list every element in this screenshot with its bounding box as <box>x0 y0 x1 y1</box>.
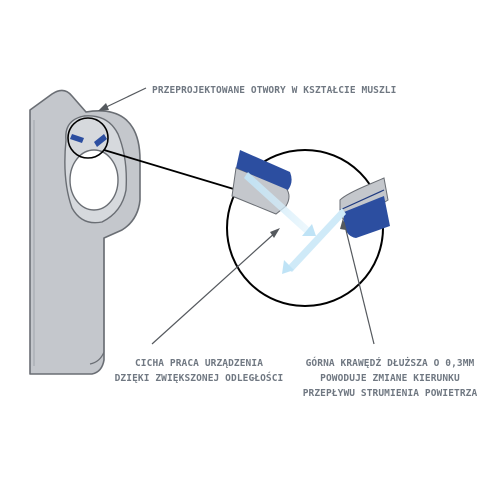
label-quiet-operation: CICHA PRACA URZĄDZENIA DZIĘKI ZWIĘKSZONE… <box>114 356 284 386</box>
label-holes-line: PRZEPROJEKTOWANE OTWORY W KSZTAŁCIE MUSZ… <box>152 85 397 96</box>
label-quiet-line-2: DZIĘKI ZWIĘKSZONEJ ODLEGŁOŚCI <box>114 373 284 384</box>
small-nozzle-right <box>94 134 107 147</box>
device-body <box>29 89 141 375</box>
airflow-arrow-left <box>302 224 316 236</box>
leader-quiet <box>151 231 277 345</box>
zoomed-left-nozzle-blue <box>236 150 292 190</box>
device-lower-edge <box>89 238 105 365</box>
label-redesigned-holes: PRZEPROJEKTOWANE OTWORY W KSZTAŁCIE MUSZ… <box>152 83 396 98</box>
leader-holes-arrow <box>98 103 109 111</box>
label-edge-line-2: POWODUJE ZMIANE KIERUNKU <box>320 373 460 384</box>
device-opening <box>69 149 119 211</box>
label-quiet-line-1: CICHA PRACA URZĄDZENIA <box>134 358 264 369</box>
leader-holes <box>99 87 147 111</box>
label-edge-line-1: GÓRNA KRAWĘDŹ DŁUŻSZA O 0,3MM <box>305 358 475 369</box>
small-magnifier-circle <box>67 117 109 159</box>
label-edge-line-3: PRZEPŁYWU STRUMIENIA POWIETRZA <box>302 388 478 399</box>
small-nozzle-marks <box>70 134 107 147</box>
leader-lines <box>98 87 375 345</box>
leader-quiet-arrow <box>270 228 280 238</box>
airflow-stream-right <box>286 208 346 272</box>
airflow-stream-left <box>244 172 312 236</box>
leader-edge <box>343 221 375 345</box>
zoomed-nozzle-detail <box>231 150 390 274</box>
magnifier-connector-line <box>103 149 248 194</box>
small-nozzle-left <box>70 134 84 143</box>
zoomed-right-nozzle-blue <box>343 196 390 238</box>
leader-edge-arrow <box>340 218 346 230</box>
zoomed-right-nozzle-edge <box>339 189 385 211</box>
airflow-arrow-right <box>282 260 294 274</box>
label-upper-edge: GÓRNA KRAWĘDŹ DŁUŻSZA O 0,3MM POWODUJE Z… <box>290 356 490 401</box>
